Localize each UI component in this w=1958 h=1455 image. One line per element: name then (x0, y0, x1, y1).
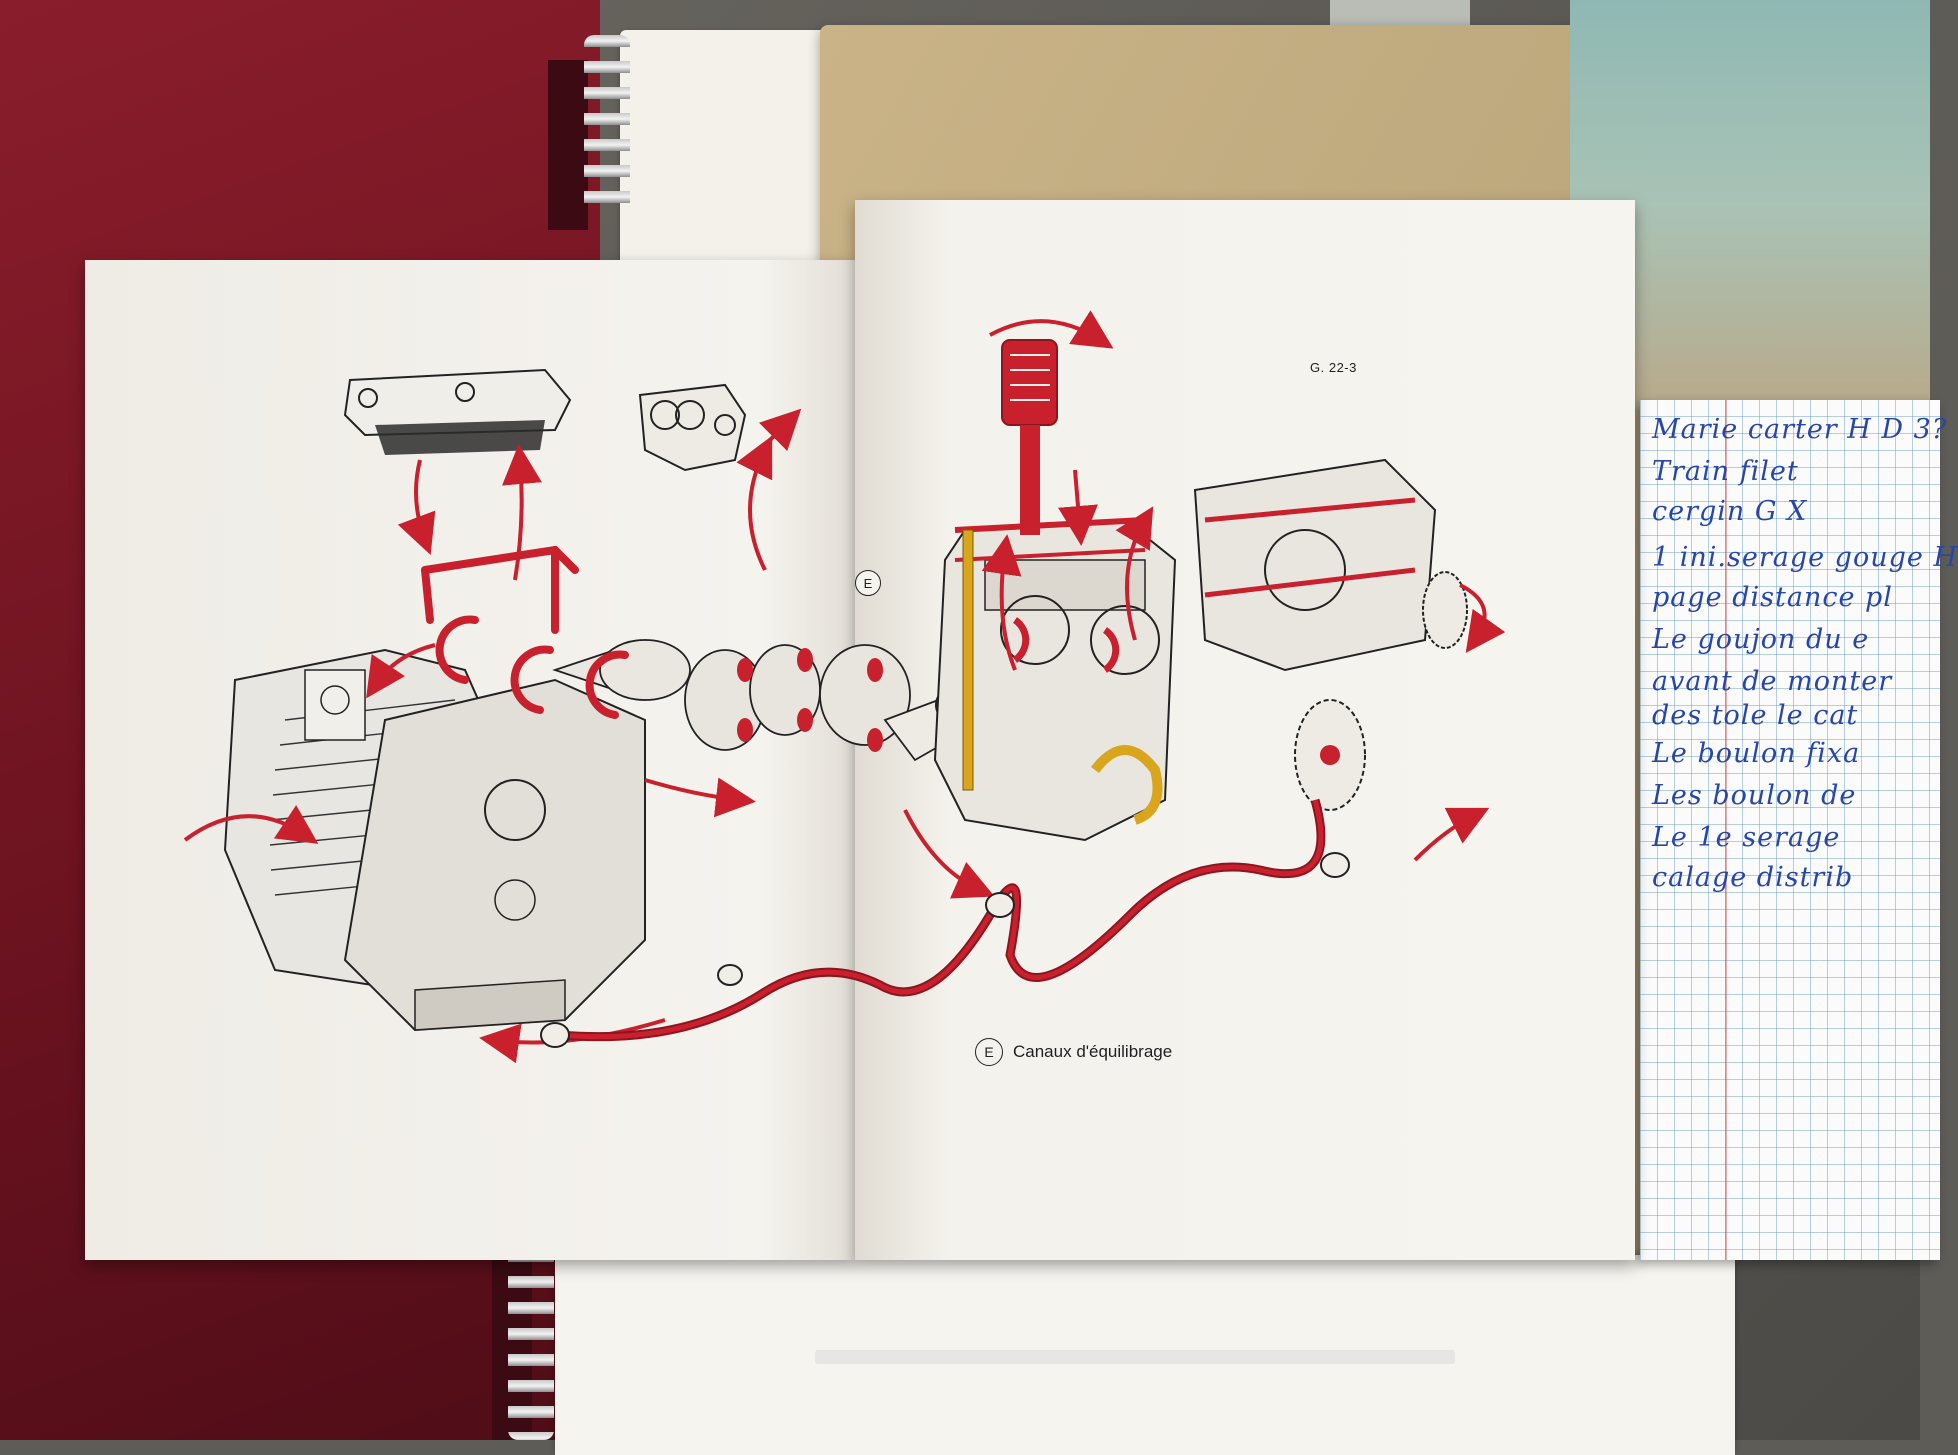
balancing-pipe (540, 798, 1350, 1048)
oil-pump-housing (638, 383, 747, 472)
figure-caption: E Canaux d'équilibrage (975, 1038, 1172, 1066)
note-line: cergin G X (1652, 496, 1808, 527)
spiral-binding-bottom (508, 1250, 554, 1440)
note-line: Les boulon de (1652, 780, 1857, 811)
notebook-margin-line (1725, 400, 1727, 1260)
oil-flow-arrows (183, 310, 1506, 1064)
crankcase-block (343, 678, 646, 1032)
note-line: des tole le cat (1652, 700, 1859, 731)
rear-housing (1193, 458, 1437, 672)
diagram-callout-e: E (855, 570, 881, 596)
caption-text: Canaux d'équilibrage (1013, 1042, 1173, 1061)
note-line: Le goujon du e (1652, 624, 1870, 655)
note-line: Marie carter H D 3? (1652, 414, 1948, 445)
open-manual-booklet: G. 22-3 E E Canaux d'équilibrage (85, 200, 1645, 1270)
faded-page-heading (815, 1350, 1455, 1364)
note-line: Le 1e serage (1652, 822, 1841, 853)
note-line: 1 ini.serage gouge H (1652, 542, 1958, 573)
bottom-white-pages (555, 1255, 1735, 1455)
note-line: avant de monter (1652, 666, 1893, 697)
engine-exploded-diagram (183, 310, 1506, 1064)
binder-edge (548, 60, 588, 230)
note-line: Train filet (1652, 456, 1799, 487)
page-reference: G. 22-3 (1310, 360, 1357, 375)
handwritten-notebook: Marie carter H D 3? Train filet cergin G… (1640, 400, 1957, 1260)
right-crankcase-half (933, 517, 1177, 842)
rocker-cover (343, 368, 572, 455)
note-line: page distance pl (1652, 582, 1893, 613)
oil-gallery-left (421, 545, 629, 719)
oil-filter (1001, 339, 1058, 535)
note-line: calage distrib (1652, 862, 1854, 893)
caption-marker-icon: E (975, 1038, 1003, 1066)
note-line: Le boulon fixa (1652, 738, 1861, 769)
spiral-binding-top (584, 35, 630, 215)
